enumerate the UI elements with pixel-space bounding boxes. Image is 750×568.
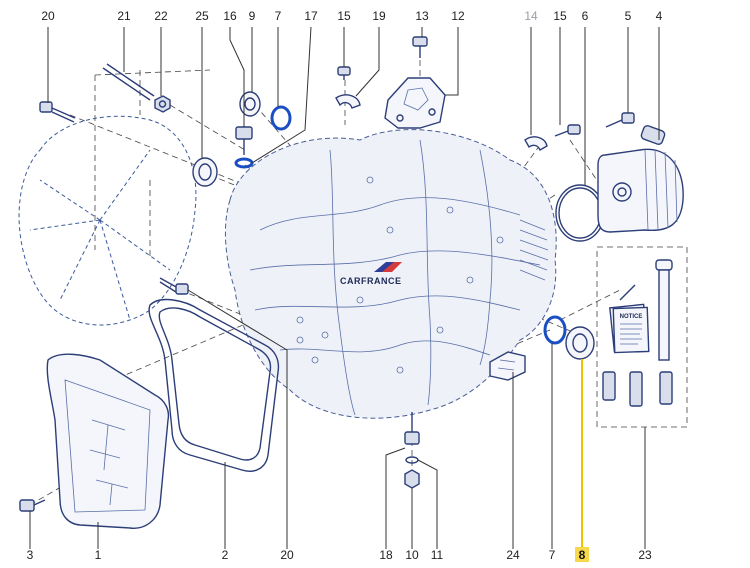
seal-8 [565,326,595,360]
seal-25 [192,157,218,187]
o-ring-17 [234,157,254,169]
side-cooling-fins [519,219,549,281]
callout-c5: 5 [625,9,632,23]
bolt-20-lower [159,277,189,295]
callout-c22: 22 [154,9,168,23]
callout-c1: 1 [95,548,102,562]
callout-c20a: 20 [41,9,55,23]
callout-c14: 14 [524,9,538,23]
callout-c9: 9 [249,9,256,23]
notice-label: NOTICE [620,314,643,320]
housing-bolt-pattern [296,176,504,374]
callout-highlight-bg [575,547,589,562]
carfrance-logo: CARFRANCE [340,262,402,286]
leader-c20b [187,289,288,549]
bracket-12 [384,77,446,129]
callout-c6: 6 [582,9,589,23]
bracket-24 [489,351,526,381]
callout-c23: 23 [638,548,652,562]
gasket-6 [555,184,605,242]
callout-c16: 16 [223,9,237,23]
fittings [602,371,673,407]
pan-gasket [148,298,280,472]
callout-c24: 24 [506,548,520,562]
bolt-15-upper [337,66,351,80]
leader-c17 [251,26,312,164]
bolt-16 [235,126,253,155]
callout-c12: 12 [451,9,465,23]
leader-c16 [229,27,245,127]
bolt-20-upper [39,101,76,123]
leader-c19 [355,27,380,97]
callout-c21: 21 [117,9,131,23]
callout-c7b: 7 [549,548,556,562]
bolt-13 [412,36,428,58]
leader-c12 [445,27,459,96]
oil-pan [46,353,170,529]
oil-cooler-4 [597,125,684,233]
callout-c4: 4 [656,9,663,23]
nut-22 [154,95,171,113]
stud-21 [102,63,155,101]
callout-c15a: 15 [337,9,351,23]
bell-housing [18,115,197,326]
drain-plug-18 [404,412,420,445]
leader-c11 [417,459,438,549]
callout-c2: 2 [222,548,229,562]
seal-9 [239,91,261,117]
bolt-5 [605,112,635,128]
callout-leaders [29,26,660,549]
callout-c20b: 20 [280,548,294,562]
callout-c15b: 15 [553,9,567,23]
callout-c19: 19 [372,9,386,23]
bolt-15-right [554,124,581,137]
callout-c17: 17 [304,9,318,23]
o-ring-7-lower [543,315,567,345]
callout-c25: 25 [195,9,209,23]
clip-14 [524,136,548,152]
clip-19 [335,94,361,109]
transmission-housing [224,129,557,419]
plug-10 [404,469,420,489]
callout-c18: 18 [379,548,393,562]
callout-c10: 10 [405,548,419,562]
callout-c3: 3 [27,548,34,562]
logo-text: CARFRANCE [340,276,402,286]
bolt-3 [19,499,46,512]
dipstick-tube [655,259,673,361]
callout-c8: 8 [579,548,586,562]
o-ring-7-upper [270,105,292,131]
notice-leaflet: NOTICE [609,303,650,354]
kit-23: NOTICE [596,246,688,428]
callout-c13: 13 [415,9,429,23]
callout-c7a: 7 [275,9,282,23]
leader-c18 [385,447,406,549]
callout-c11: 11 [431,548,444,562]
